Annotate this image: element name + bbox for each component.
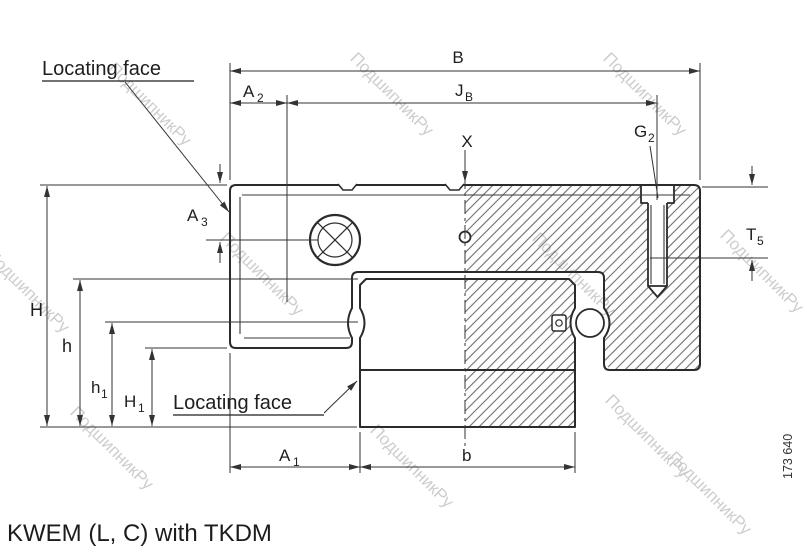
dimension-labels: B A 2 J B X G 2 T 5 A 3 H h h 1 H 1 A 1 … [30,48,764,469]
leader-locating-face-top [124,81,230,213]
dim-label-h1-sub: 1 [101,387,108,401]
dim-label-JB-sub: B [465,90,473,104]
dim-label-A3-sub: 3 [201,215,208,229]
dim-label-JB: J [455,81,464,100]
dim-label-A1: A [279,446,291,465]
dim-label-B: B [452,48,463,67]
hole-cross-line [316,221,354,259]
leader-G2 [649,145,659,199]
dim-label-T5-sub: 5 [757,234,764,248]
section-hatching [465,186,699,426]
locating-face-top-label: Locating face [42,58,161,80]
dim-label-b: b [462,446,471,465]
seal-pin [555,319,563,327]
rail-outline [359,278,576,428]
dim-label-A3: A [187,206,199,225]
hatch-carriage-section [465,186,699,369]
dim-label-G2: G [634,122,647,141]
dim-label-A2: A [243,82,255,101]
dim-label-H1: H [124,392,136,411]
dim-label-h: h [62,336,72,356]
dim-label-H1-sub: 1 [138,401,145,415]
mounting-hole [308,213,362,267]
dim-label-A1-sub: 1 [293,455,300,469]
carriage-outline [229,184,701,371]
thread-hole-fill [641,186,674,297]
ball [575,308,605,338]
dim-label-h1: h [91,378,100,397]
drawing-number: 173 640 [781,434,795,479]
top-notch-left [337,183,358,191]
dim-label-G2-sub: 2 [648,131,655,145]
dim-label-A2-sub: 2 [257,91,264,105]
leader-locating-face-bottom [323,380,358,414]
extension-lines [40,63,768,473]
part-geometry [229,183,701,428]
annotations: Locating face Locating face [42,58,324,416]
dimension-lines [44,68,755,470]
dim-label-T5: T [746,225,756,244]
locating-face-bottom-label: Locating face [173,392,292,414]
seal-section [551,314,567,332]
hatch-rail-section [465,280,575,426]
thread-hole-outline [640,186,675,298]
thread-hole-g2 [640,186,675,298]
top-notch-center [444,183,465,191]
drawing-title: KWEM (L, C) with TKDM [7,520,272,547]
dim-label-H: H [30,300,43,320]
dim-label-X: X [461,132,472,151]
